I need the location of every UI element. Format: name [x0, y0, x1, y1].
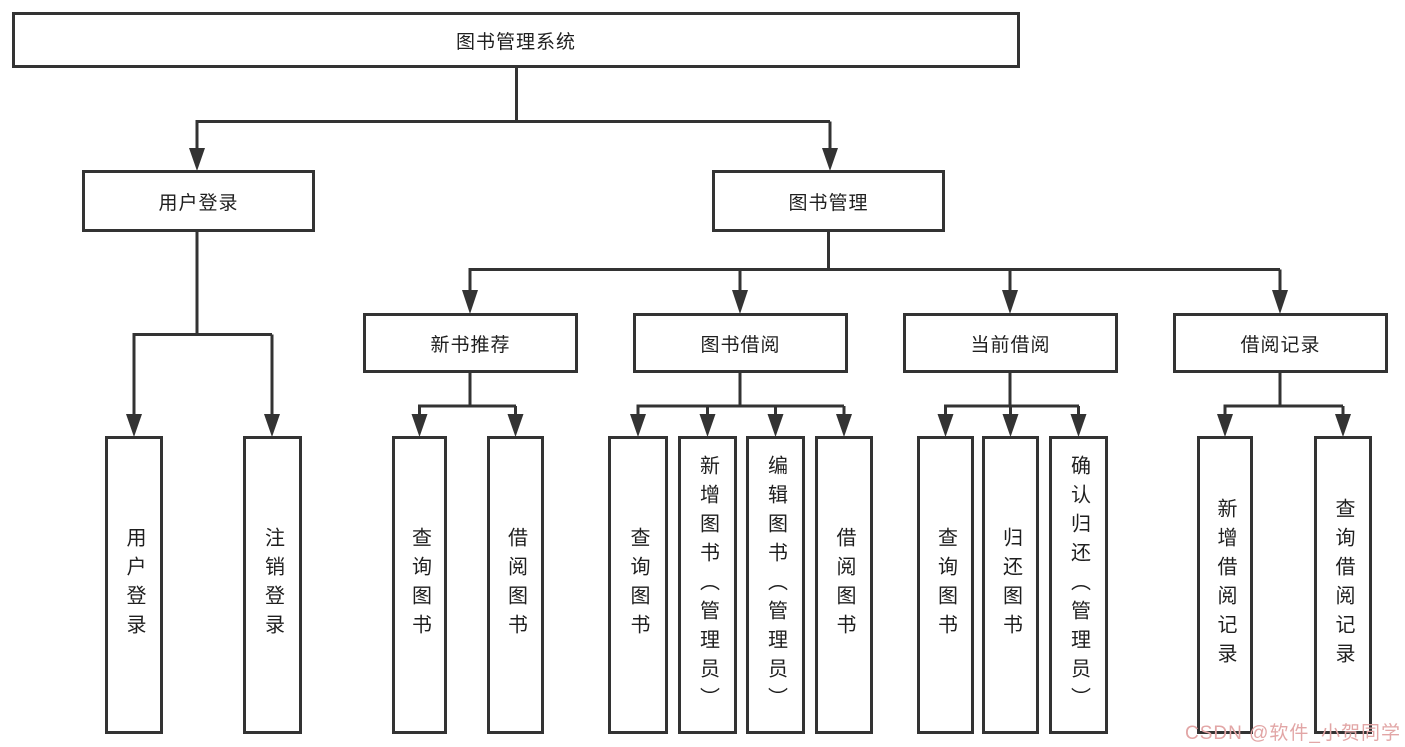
leaf-records-query-record: 查询借阅记录	[1314, 436, 1372, 734]
leaf-records-add-record: 新增借阅记录	[1197, 436, 1253, 734]
leaf-user-login: 用户登录	[105, 436, 163, 734]
leaf-records-add-record-label: 新增借阅记录	[1214, 498, 1236, 672]
leaf-borrow-query-books-label: 查询图书	[627, 527, 649, 643]
node-user-login: 用户登录	[82, 170, 315, 232]
connector-root-to-level2	[189, 68, 838, 171]
leaf-current-query-books-label: 查询图书	[934, 527, 957, 643]
leaf-recommend-query-books: 查询图书	[392, 436, 447, 734]
leaf-borrow-add-books-admin-label: 新增图书（管理员）	[696, 454, 719, 716]
leaf-borrow-edit-books-admin: 编辑图书（管理员）	[746, 436, 805, 734]
node-new-book-recommend: 新书推荐	[363, 313, 578, 373]
leaf-recommend-borrow-books-label: 借阅图书	[504, 527, 527, 643]
connector-recommend-to-leaves	[411, 373, 524, 437]
leaf-current-return-books: 归还图书	[982, 436, 1039, 734]
csdn-watermark: CSDN @软件_小贺同学	[1185, 723, 1401, 744]
leaf-current-confirm-return-admin: 确认归还（管理员）	[1049, 436, 1108, 734]
connector-borrow-to-leaves	[630, 373, 852, 437]
leaf-borrow-query-books: 查询图书	[608, 436, 668, 734]
connector-bookmgmt-to-level3	[462, 232, 1288, 314]
node-borrow-records: 借阅记录	[1173, 313, 1388, 373]
leaf-recommend-query-books-label: 查询图书	[408, 527, 431, 643]
node-current-borrow: 当前借阅	[903, 313, 1118, 373]
leaf-recommend-borrow-books: 借阅图书	[487, 436, 544, 734]
leaf-user-login-label: 用户登录	[123, 527, 145, 643]
connector-login-to-leaves	[126, 232, 280, 437]
leaf-records-query-record-label: 查询借阅记录	[1332, 498, 1354, 672]
node-book-borrow: 图书借阅	[633, 313, 848, 373]
node-book-management: 图书管理	[712, 170, 945, 232]
leaf-logout-label: 注销登录	[261, 527, 284, 643]
leaf-borrow-add-books-admin: 新增图书（管理员）	[678, 436, 737, 734]
leaf-borrow-borrow-books: 借阅图书	[815, 436, 873, 734]
node-root: 图书管理系统	[12, 12, 1020, 68]
connector-records-to-leaves	[1217, 373, 1351, 437]
leaf-logout: 注销登录	[243, 436, 302, 734]
leaf-borrow-borrow-books-label: 借阅图书	[833, 527, 855, 643]
leaf-current-confirm-return-admin-label: 确认归还（管理员）	[1067, 454, 1090, 716]
leaf-current-return-books-label: 归还图书	[999, 527, 1022, 643]
leaf-current-query-books: 查询图书	[917, 436, 974, 734]
connector-current-to-leaves	[937, 373, 1087, 437]
leaf-borrow-edit-books-admin-label: 编辑图书（管理员）	[764, 454, 787, 716]
